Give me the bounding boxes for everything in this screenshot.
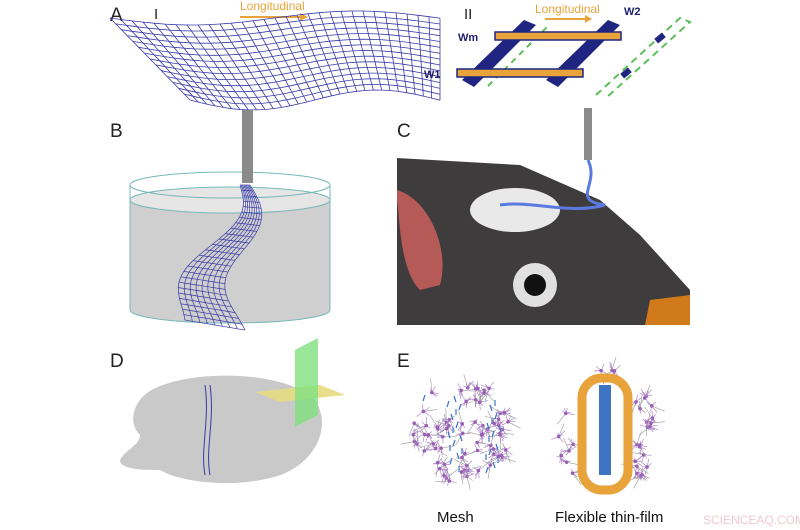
thin-film-neuron-cluster xyxy=(551,356,665,489)
watermark: SCIENCEAQ.COM xyxy=(703,513,800,527)
mouse-head-model xyxy=(397,108,690,325)
panel-label-a: A xyxy=(110,5,123,26)
mesh-unit-cell xyxy=(456,20,622,87)
caption-flexible-thin-film: Flexible thin-film xyxy=(555,509,663,526)
thin-film-probe xyxy=(577,373,633,495)
sub-label-ii: II xyxy=(464,6,472,23)
panel-label-d: D xyxy=(110,351,124,372)
longitudinal-arrow-i xyxy=(240,13,308,21)
panel-label-c: C xyxy=(397,121,411,142)
sub-label-i: I xyxy=(154,6,158,23)
mesh-sheet xyxy=(109,10,441,111)
injection-needle xyxy=(242,110,253,183)
width-label-w2: W2 xyxy=(624,6,641,18)
longitudinal-arrow-ii xyxy=(545,15,592,23)
width-label-wm: Wm xyxy=(458,32,478,44)
caption-mesh: Mesh xyxy=(437,509,474,526)
section-planes xyxy=(255,338,345,427)
longitudinal-label-ii: Longitudinal xyxy=(535,2,600,16)
injected-mesh xyxy=(177,184,263,331)
longitudinal-label-i: Longitudinal xyxy=(240,0,305,13)
green-dashed-outline xyxy=(595,16,692,99)
panel-label-e: E xyxy=(397,351,410,372)
mesh-neuron-cluster xyxy=(400,374,521,490)
brain-model xyxy=(120,375,323,484)
panel-label-b: B xyxy=(110,121,123,142)
cylinder-container xyxy=(129,171,331,324)
width-label-w1: W1 xyxy=(424,69,441,81)
